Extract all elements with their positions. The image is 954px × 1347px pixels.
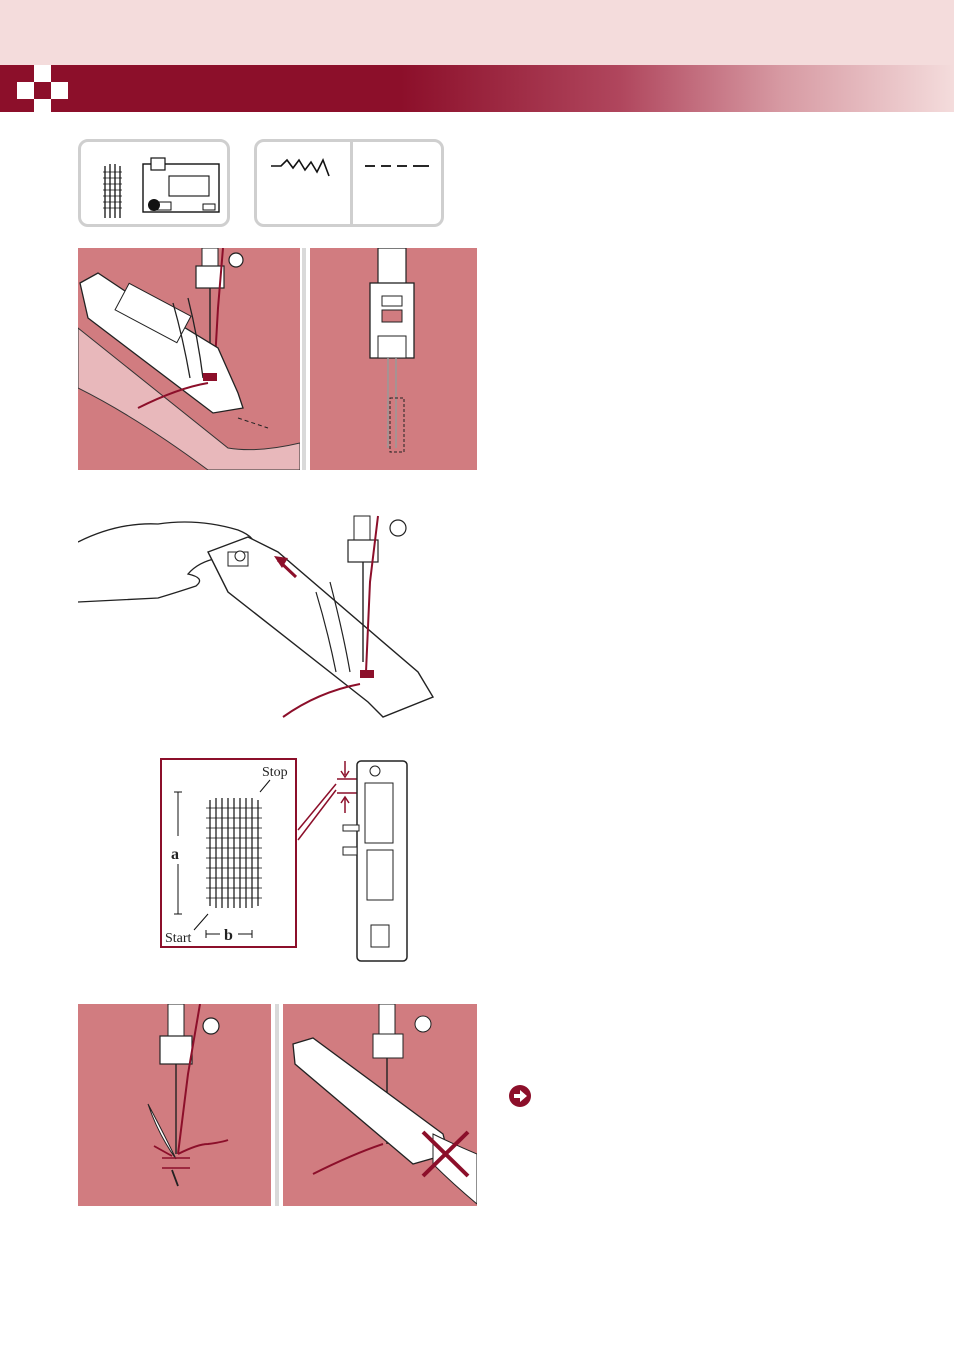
header-check-square <box>51 82 68 99</box>
header-bar <box>0 65 954 112</box>
buttonhole-stitch-diagram: a Stop Start b <box>160 758 300 950</box>
stitch-type-selector <box>254 139 444 227</box>
header-check-square <box>51 65 68 82</box>
stitch-foot-selector <box>78 139 230 227</box>
diagram-width-label: b <box>224 927 233 944</box>
incorrect-hand-position-illustration <box>283 1004 477 1206</box>
header-check-square <box>34 99 51 112</box>
buttonhole-foot-top-view-illustration <box>310 248 477 470</box>
diagram-length-label: a <box>171 846 179 863</box>
zigzag-stitch-icon <box>271 160 329 176</box>
panel-divider <box>275 1004 279 1206</box>
arrow-right-circle-icon <box>508 1084 532 1108</box>
header-check-square <box>34 65 51 82</box>
diagram-stop-label: Stop <box>262 765 288 780</box>
buttonhole-foot-on-fabric-illustration <box>78 248 300 470</box>
header-top-band <box>0 0 954 65</box>
diagram-start-label: Start <box>165 931 192 946</box>
buttonhole-stitch-and-foot-icon <box>81 142 227 224</box>
panel-divider <box>302 248 306 470</box>
buttonhole-foot-measure-illustration <box>335 755 410 970</box>
header-check-square <box>17 82 34 99</box>
needle-position-illustration <box>78 1004 271 1206</box>
hand-adjusting-foot-illustration <box>78 512 438 722</box>
